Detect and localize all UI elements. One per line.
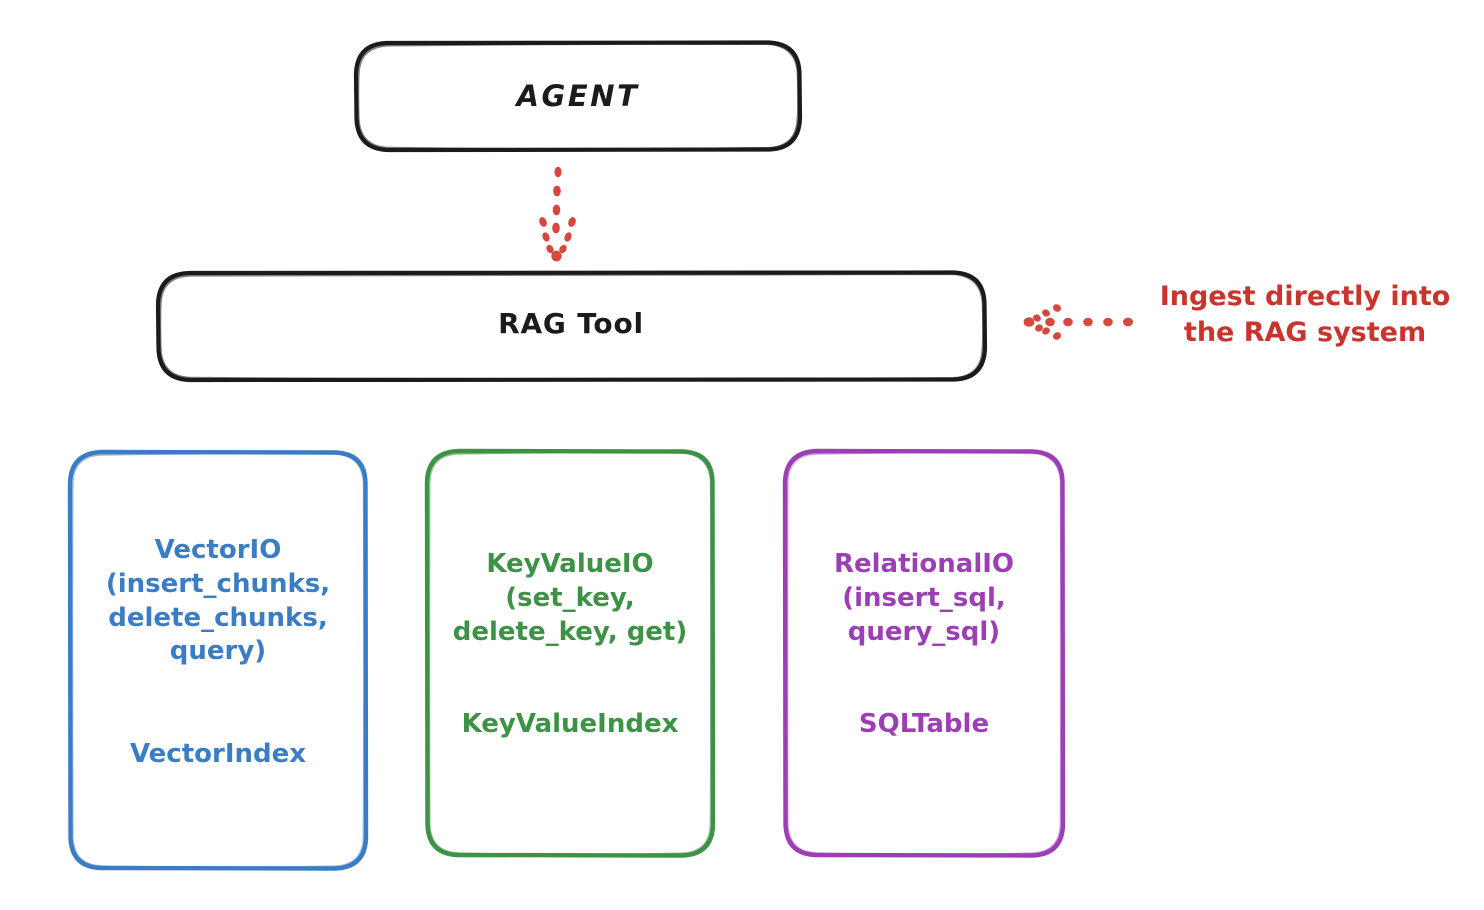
vector-io-api-label: VectorIO (insert_chunks, delete_chunks, … [105,535,331,667]
key-value-io-box[interactable] [424,448,716,858]
ingest-to-rag-arrow-icon [1023,304,1133,340]
agent-to-rag-arrow-icon [539,166,576,262]
vector-io-box[interactable] [67,449,369,871]
key-value-io-api-label: KeyValueIO (set_key, delete_key, get) [452,549,688,647]
ingest-annotation-text: Ingest directly into the RAG system [1159,281,1451,348]
relational-io-box[interactable] [782,448,1066,858]
rag-tool-box[interactable] [155,270,988,383]
key-value-io-index-label: KeyValueIndex [461,709,679,739]
relational-io-api-label: RelationalIO (insert_sql, query_sql) [833,549,1015,647]
vector-io-index-label: VectorIndex [129,739,307,769]
relational-io-index-label: SQLTable [858,709,990,739]
agent-box[interactable] [353,40,803,153]
